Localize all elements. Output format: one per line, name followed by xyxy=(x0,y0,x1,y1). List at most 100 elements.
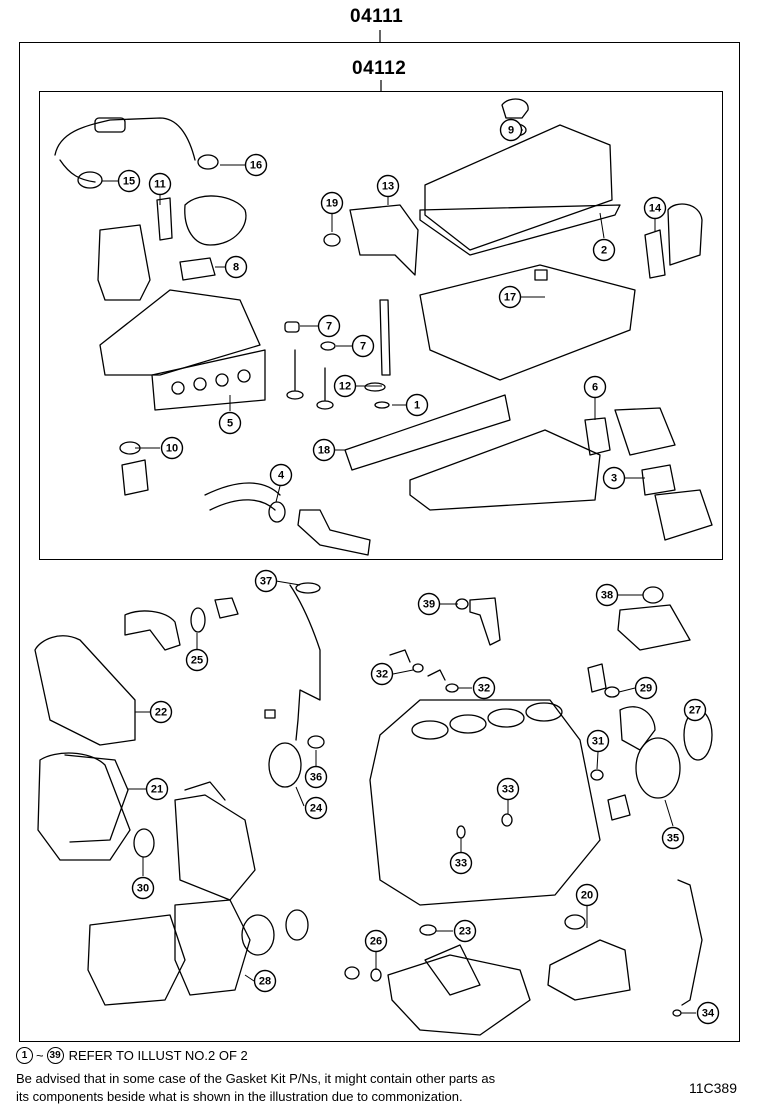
turbo-gasket-drawing xyxy=(156,197,173,241)
callout-30[interactable]: 30 xyxy=(131,876,155,900)
callout-6[interactable]: 6 xyxy=(583,375,607,399)
callout-circle xyxy=(131,876,155,900)
callout-4[interactable]: 4 xyxy=(269,463,293,487)
callout-36[interactable]: 36 xyxy=(304,765,328,789)
callout-circle xyxy=(304,765,328,789)
callout-19[interactable]: 19 xyxy=(320,191,344,215)
callout-13[interactable]: 13 xyxy=(376,174,400,198)
illustration-code: 11C389 xyxy=(689,1080,738,1096)
callout-circle xyxy=(149,700,173,724)
callout-39[interactable]: 39 xyxy=(417,592,441,616)
subkit-number-title: 04112 xyxy=(352,58,407,79)
callout-25[interactable]: 25 xyxy=(185,648,209,672)
callout-29[interactable]: 29 xyxy=(634,676,658,700)
injector-drawing xyxy=(379,299,391,376)
oil-pan-drawing xyxy=(387,954,531,1036)
callout-27[interactable]: 27 xyxy=(683,698,707,722)
callout-label: 35 xyxy=(667,833,679,845)
callout-label: 33 xyxy=(502,784,514,796)
callout-9[interactable]: 9 xyxy=(499,118,523,142)
callout-15[interactable]: 15 xyxy=(117,169,141,193)
callout-38[interactable]: 38 xyxy=(595,583,619,607)
cylinder-block-drawing xyxy=(369,699,601,906)
callout-label: 22 xyxy=(155,707,167,719)
callout-label: 13 xyxy=(382,181,394,193)
footer-note-line-2: its components beside what is shown in t… xyxy=(16,1089,463,1104)
leader-lines xyxy=(102,129,699,1014)
callout-7[interactable]: 7 xyxy=(351,334,375,358)
callout-37[interactable]: 37 xyxy=(254,569,278,593)
oil-pipe-drawing xyxy=(289,584,321,741)
callout-label: 2 xyxy=(601,245,607,257)
callout-11[interactable]: 11 xyxy=(148,172,172,196)
callout-label: 1 xyxy=(414,400,420,412)
callout-18[interactable]: 18 xyxy=(312,438,336,462)
callout-circle xyxy=(304,796,328,820)
callout-23[interactable]: 23 xyxy=(453,919,477,943)
callout-22[interactable]: 22 xyxy=(149,700,173,724)
o-ring-24-drawing xyxy=(268,742,302,788)
callout-17[interactable]: 17 xyxy=(498,285,522,309)
callout-33[interactable]: 33 xyxy=(496,777,520,801)
callout-20[interactable]: 20 xyxy=(575,883,599,907)
callout-circle xyxy=(351,334,375,358)
range-end-callout: 39 xyxy=(46,1047,64,1064)
callout-label: 25 xyxy=(191,655,203,667)
part-drawings xyxy=(34,98,713,1036)
callout-7[interactable]: 7 xyxy=(317,314,341,338)
callout-32[interactable]: 32 xyxy=(370,662,394,686)
callout-label: 8 xyxy=(233,262,239,274)
callout-circle xyxy=(145,777,169,801)
callout-12[interactable]: 12 xyxy=(333,374,357,398)
footer-refer-line: 1 ~ 39 REFER TO ILLUST NO.2 OF 2 xyxy=(16,1047,248,1064)
callout-2[interactable]: 2 xyxy=(592,238,616,262)
gasket-8-drawing xyxy=(179,257,216,281)
callout-33[interactable]: 33 xyxy=(449,851,473,875)
callout-circle xyxy=(583,375,607,399)
callout-8[interactable]: 8 xyxy=(224,255,248,279)
egr-gasket-drawing xyxy=(77,171,103,189)
callout-10[interactable]: 10 xyxy=(160,436,184,460)
callout-label: 9 xyxy=(508,125,514,137)
callout-circle xyxy=(643,196,667,220)
callout-circle xyxy=(185,648,209,672)
callout-31[interactable]: 31 xyxy=(586,729,610,753)
callout-label: 36 xyxy=(310,772,322,784)
callout-1[interactable]: 1 xyxy=(405,393,429,417)
callout-3[interactable]: 3 xyxy=(602,466,626,490)
callout-circle xyxy=(312,438,336,462)
callout-circle xyxy=(602,466,626,490)
callout-35[interactable]: 35 xyxy=(661,826,685,850)
egr-flange-drawing xyxy=(197,154,219,170)
callout-21[interactable]: 21 xyxy=(145,777,169,801)
callout-26[interactable]: 26 xyxy=(364,929,388,953)
callout-circle xyxy=(370,662,394,686)
callout-32[interactable]: 32 xyxy=(472,676,496,700)
callout-label: 32 xyxy=(376,669,388,681)
footer-note-line-1: Be advised that in some case of the Gask… xyxy=(16,1071,496,1086)
callout-circle xyxy=(661,826,685,850)
callout-label: 18 xyxy=(318,445,330,457)
callout-label: 29 xyxy=(640,683,652,695)
callout-28[interactable]: 28 xyxy=(253,969,277,993)
callout-circle xyxy=(253,969,277,993)
oil-filter-drawing xyxy=(547,939,631,1001)
callout-circle xyxy=(320,191,344,215)
callout-label: 20 xyxy=(581,890,593,902)
callout-label: 11 xyxy=(154,179,166,191)
callout-34[interactable]: 34 xyxy=(696,1001,720,1025)
callout-circle xyxy=(224,255,248,279)
callout-24[interactable]: 24 xyxy=(304,796,328,820)
callout-label: 37 xyxy=(260,576,272,588)
callout-16[interactable]: 16 xyxy=(244,153,268,177)
oil-dipstick-drawing xyxy=(677,879,703,1006)
callout-14[interactable]: 14 xyxy=(643,196,667,220)
callout-label: 5 xyxy=(227,418,233,430)
callout-label: 14 xyxy=(649,203,662,215)
callout-5[interactable]: 5 xyxy=(218,411,242,435)
gasket-28-drawing xyxy=(174,899,251,996)
oil-filler-cap-drawing xyxy=(501,98,529,119)
catalyst-drawing xyxy=(97,224,151,301)
callout-circle xyxy=(244,153,268,177)
